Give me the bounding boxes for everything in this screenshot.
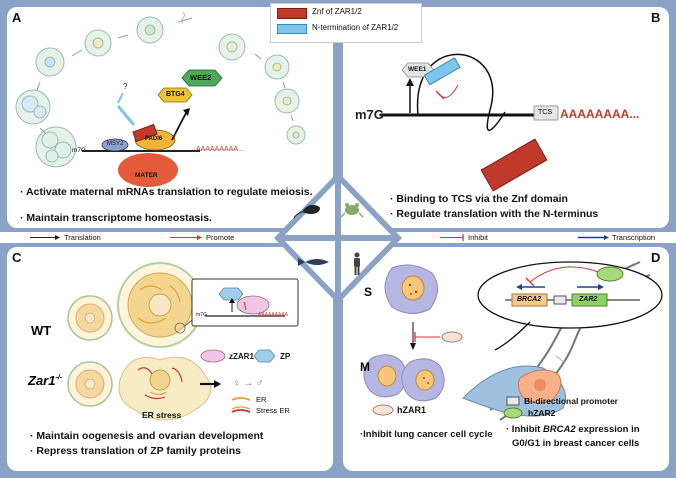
key-inhibit: Inhibit (468, 233, 489, 242)
zar1-mutant-label: Zar1-/- (28, 373, 62, 388)
panel-a-bullet-1: · Activate maternal mRNAs translation to… (20, 186, 313, 198)
legend-znf-swatch (277, 8, 307, 19)
panel-c-bullet-2: · Repress translation of ZP family prote… (30, 445, 242, 457)
panel-a-m7g: m7G (72, 147, 87, 154)
key-translation: Translation (64, 233, 101, 242)
s-phase-label: S (364, 285, 373, 299)
zar1-mutant-sup: -/- (55, 374, 63, 382)
hzar1-label: hZAR1 (397, 405, 426, 415)
panel-b-bullet-1: · Binding to TCS via the Znf domain (390, 193, 568, 205)
embryo-cycle (15, 16, 306, 168)
human-icon (354, 252, 360, 275)
hzar2-label: hZAR2 (528, 408, 556, 418)
panel-b-label: B (651, 10, 661, 25)
zar2-gene-label: ZAR2 (579, 296, 598, 303)
panel-c-label: C (12, 250, 22, 265)
bullet-right-1a: · Inhibit (506, 424, 543, 435)
protein-msy2: MSY2 (107, 141, 124, 147)
legend-nterm-swatch (277, 24, 307, 34)
panel-b-bullet-2: · Regulate translation with the N-termin… (390, 208, 599, 220)
frog-icon (340, 203, 364, 218)
panel-a (7, 7, 333, 228)
zp-label: ZP (280, 352, 291, 361)
protein-wee1: WEE1 (408, 66, 427, 73)
fish-icon (298, 258, 329, 266)
question-mark: ? (123, 82, 128, 91)
panel-b (343, 7, 669, 228)
key-arrows (30, 234, 609, 241)
mouse-icon (293, 204, 320, 219)
bullet-right-1c: expression in (575, 424, 640, 435)
key-promote: Promote (206, 233, 235, 242)
panel-c-bullet-1: · Maintain oogenesis and ovarian develop… (30, 430, 264, 442)
legend-znf-label: Znf of ZAR1/2 (312, 7, 362, 16)
panel-c-polya: AAAAAAAAA (258, 312, 289, 318)
m-phase-label: M (360, 360, 370, 374)
key-transcription: Transcription (612, 233, 656, 242)
wt-label: WT (31, 323, 52, 338)
er-label: ER (256, 395, 267, 404)
protein-mater: MATER (135, 172, 158, 179)
stress-er-label: Stress ER (256, 406, 290, 415)
protein-wee2: WEE2 (190, 73, 212, 82)
panel-d-label: D (651, 250, 661, 265)
panel-a-label: A (12, 10, 22, 25)
sex-reversal-label: ♀ → ♂ (233, 378, 264, 389)
er-stress-label: ER stress (142, 410, 182, 420)
panel-a-bullet-2: · Maintain transcriptome homeostasis. (20, 212, 212, 224)
zzar1-label: zZAR1 (229, 352, 254, 361)
protein-btg4: BTG4 (166, 91, 185, 98)
panel-a-polya: AAAAAAAAA... (196, 146, 244, 153)
protein-padi6: PADI6 (145, 136, 163, 142)
brca2-gene-label: BRCA2 (517, 296, 542, 303)
panel-d-bullet-right-2: G0/G1 in breast cancer cells (512, 438, 640, 449)
panel-d-bullet-left: ·Inhibit lung cancer cell cycle (360, 429, 493, 440)
panel-b-m7g: m7G (355, 107, 384, 122)
panel-c-m7g: m7G (196, 312, 207, 318)
tcs-label: TCS (538, 109, 552, 116)
zar1-mutant-text: Zar1 (28, 373, 56, 388)
legend-nterm-label: N-termination of ZAR1/2 (312, 23, 399, 32)
cycle-arrows (36, 17, 294, 134)
panel-b-polya: AAAAAAAA... (560, 107, 640, 121)
bidir-promoter-label: Bi-directional promoter (524, 396, 618, 406)
bullet-right-1b: BRCA2 (542, 424, 576, 435)
panel-d-bullet-right-1: · Inhibit BRCA2 expression in (506, 423, 640, 436)
